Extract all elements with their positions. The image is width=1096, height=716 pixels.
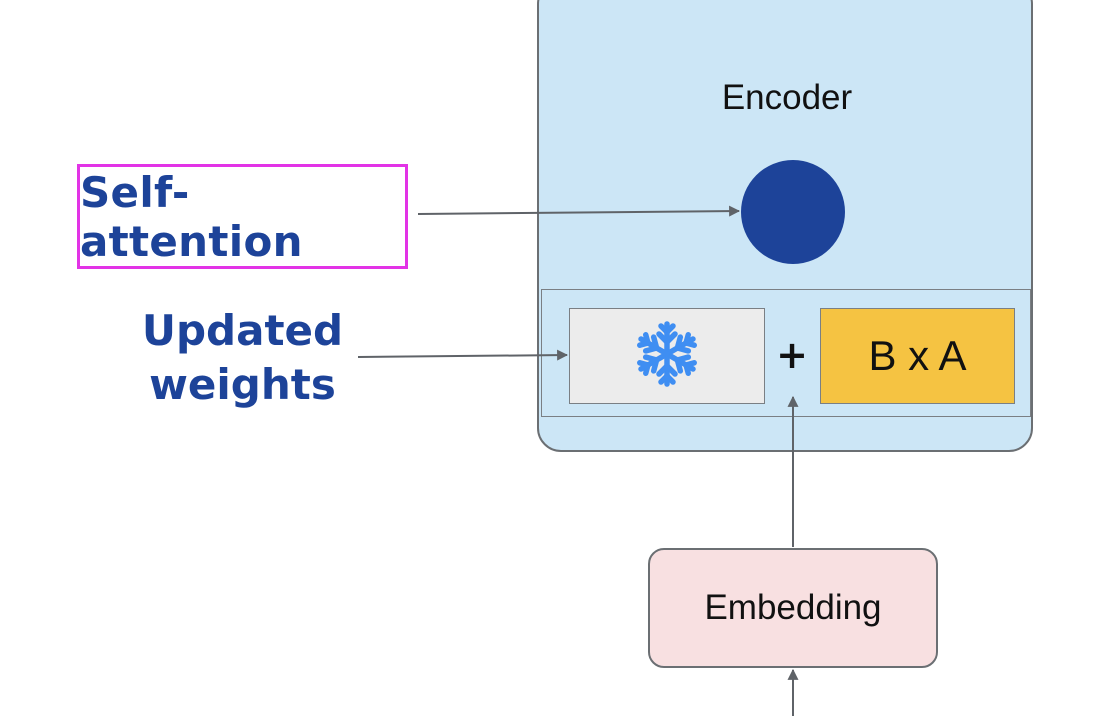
snowflake-icon	[631, 318, 703, 395]
updated-weights-line-2: weights	[149, 360, 336, 409]
updated-weights-callout: Updated weights	[120, 304, 365, 412]
adapter-matrix-label: B x A	[868, 332, 967, 379]
self-attention-node	[741, 160, 845, 264]
encoder-title: Encoder	[721, 78, 853, 117]
self-attention-label: Self-attention	[80, 167, 303, 266]
adapter-matrix-box: B x A	[820, 308, 1015, 404]
embedding-block: Embedding	[648, 548, 938, 668]
updated-weights-arrow	[357, 349, 569, 361]
updated-weights-line-1: Updated	[141, 306, 344, 355]
embedding-label: Embedding	[704, 588, 882, 627]
weights-container	[541, 289, 1031, 417]
self-attention-callout: Self-attention	[77, 164, 408, 269]
self-attention-arrow	[417, 205, 741, 217]
frozen-weights-box	[569, 308, 765, 404]
plus-operator: +	[776, 333, 808, 377]
